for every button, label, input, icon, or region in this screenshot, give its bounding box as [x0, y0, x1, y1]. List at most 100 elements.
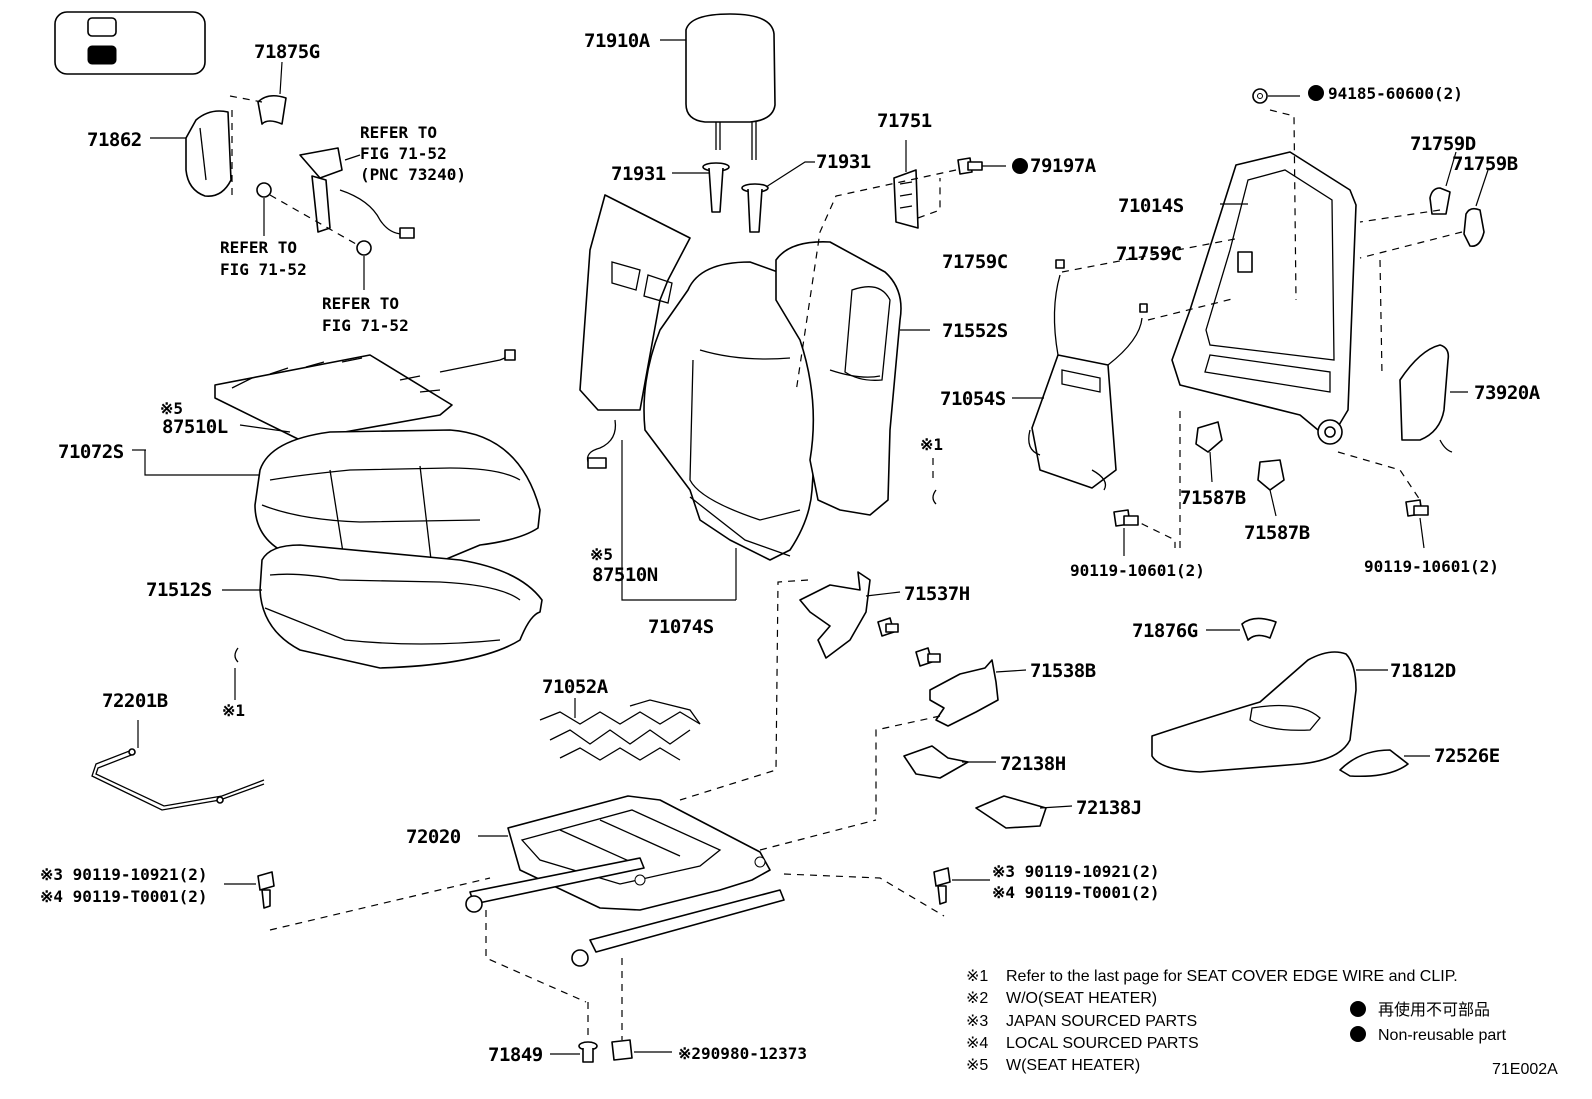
bolt-90119-10601-a [1113, 509, 1139, 556]
refer-b-line1: REFER TO [220, 238, 297, 257]
cap-71759B [1463, 169, 1489, 248]
label-71074S: 71074S [648, 616, 714, 638]
cover-71587B-a [1195, 421, 1223, 483]
note-4-mark: ※4 [966, 1035, 988, 1052]
refer-a-line3: (PNC 73240) [360, 165, 466, 184]
label-72526E: 72526E [1434, 745, 1500, 767]
label-71862: 71862 [87, 129, 142, 151]
bolt-90119-10921-left [224, 871, 275, 909]
mark-5-b: ※5 [590, 545, 613, 564]
label-94185-60600: 94185-60600(2) [1328, 84, 1463, 103]
bolt-90119-10601-b [1405, 499, 1429, 549]
seat-cushion-pad-71512S [222, 544, 543, 669]
label-72201B: 72201B [102, 690, 168, 712]
refer-a-line1: REFER TO [360, 123, 437, 142]
bullet-icon [1350, 1001, 1366, 1017]
label-71072S: 71072S [58, 441, 124, 463]
note-2-text: W/O(SEAT HEATER) [1006, 990, 1157, 1007]
label-71931-left: 71931 [611, 163, 666, 185]
note-4-text: LOCAL SOURCED PARTS [1006, 1035, 1199, 1052]
screw-71538B [915, 647, 941, 667]
cover-71875G [257, 61, 287, 125]
seat-frame-72020 [465, 795, 785, 967]
legend-en: Non-reusable part [1378, 1027, 1507, 1044]
legend-jp: 再使用不可部品 [1378, 1001, 1490, 1019]
label-90980-12373: ※290980-12373 [678, 1044, 807, 1063]
seat-back-heater-87510N [579, 194, 736, 601]
headrest-support-71931-right [741, 161, 815, 233]
label-79197A: 79197A [1030, 155, 1097, 177]
label-71876G: 71876G [1132, 620, 1198, 642]
label-71759B: 71759B [1452, 153, 1518, 175]
clip-94185-60600 [1252, 85, 1324, 104]
cover-71862 [150, 110, 232, 197]
label-bolts-left-2: ※4 90119-T0001(2) [40, 887, 208, 906]
part-labels: 71875G 71862 REFER TO FIG 71-52 (PNC 732… [40, 30, 1541, 1066]
mark-1-b: ※1 [222, 701, 245, 720]
seat-back-frame-71014S [1171, 151, 1357, 445]
label-71812D: 71812D [1390, 660, 1456, 682]
label-71587B-b: 71587B [1244, 522, 1310, 544]
seat-belt-buckle [256, 147, 415, 290]
label-90119-10601-a: 90119-10601(2) [1070, 561, 1205, 580]
figure-id: 71E002A [1492, 1061, 1558, 1078]
label-71759D: 71759D [1410, 133, 1476, 155]
label-71910A: 71910A [584, 30, 651, 52]
label-87510N: 87510N [592, 564, 658, 586]
cap-90980-12373 [611, 1039, 672, 1061]
seat-back-pad-71552S [775, 241, 930, 516]
label-87510L: 87510L [162, 416, 228, 438]
footnotes: ※1 Refer to the last page for SEAT COVER… [966, 968, 1458, 1074]
label-71537H: 71537H [904, 583, 970, 605]
headrest-support-71931-left [672, 162, 730, 213]
label-72138J: 72138J [1076, 797, 1142, 819]
bolt-71849 [550, 1041, 598, 1063]
refer-b-line2: FIG 71-52 [220, 260, 307, 279]
label-90119-10601-b: 90119-10601(2) [1364, 557, 1499, 576]
cover-71876G [1206, 617, 1277, 641]
refer-c-line1: REFER TO [322, 294, 399, 313]
bracket-71537H [799, 571, 901, 659]
knob-72526E [1339, 749, 1430, 778]
bolt-90119-10921-right [933, 867, 990, 905]
lumbar-support-71054S [1012, 259, 1148, 491]
label-bolts-right-1: ※3 90119-10921(2) [992, 862, 1160, 881]
label-73920A: 73920A [1474, 382, 1541, 404]
label-71054S: 71054S [940, 388, 1006, 410]
bracket-71538B [929, 659, 1027, 727]
cover-71587B-b [1257, 459, 1285, 517]
refer-c-line2: FIG 71-52 [322, 316, 409, 335]
wire-72201B [91, 720, 265, 811]
label-71052A: 71052A [542, 676, 609, 698]
label-71931-right: 71931 [816, 151, 871, 173]
label-71849: 71849 [488, 1044, 543, 1066]
note-3-mark: ※3 [966, 1013, 988, 1030]
screw-79197A [795, 157, 1028, 393]
label-71538B: 71538B [1030, 660, 1096, 682]
bullet-icon [1350, 1026, 1366, 1042]
label-71875G: 71875G [254, 41, 320, 63]
pad-72138J [975, 795, 1073, 829]
mark-5-a: ※5 [160, 399, 183, 418]
label-71512S: 71512S [146, 579, 212, 601]
side-cover-71812D [1151, 651, 1388, 773]
cap-71759D [1429, 151, 1457, 215]
label-72020: 72020 [406, 826, 461, 848]
note-5-text: W(SEAT HEATER) [1006, 1057, 1140, 1074]
cover-73920A [1399, 344, 1468, 453]
seat-heater-87510L [214, 349, 516, 441]
spring-71052A [539, 698, 701, 761]
pad-72138H [903, 745, 996, 779]
headrest-71910A [660, 13, 776, 160]
label-bolts-left-1: ※3 90119-10921(2) [40, 865, 208, 884]
label-71552S: 71552S [942, 320, 1008, 342]
non-reusable-legend: 再使用不可部品 Non-reusable part [1350, 1001, 1507, 1044]
note-2-mark: ※2 [966, 990, 988, 1007]
screw-71537H [877, 617, 899, 637]
note-5-mark: ※5 [966, 1057, 988, 1074]
note-3-text: JAPAN SOURCED PARTS [1006, 1013, 1197, 1030]
note-1-mark: ※1 [966, 968, 988, 985]
seat-cushion-cover-71072S [144, 429, 541, 571]
